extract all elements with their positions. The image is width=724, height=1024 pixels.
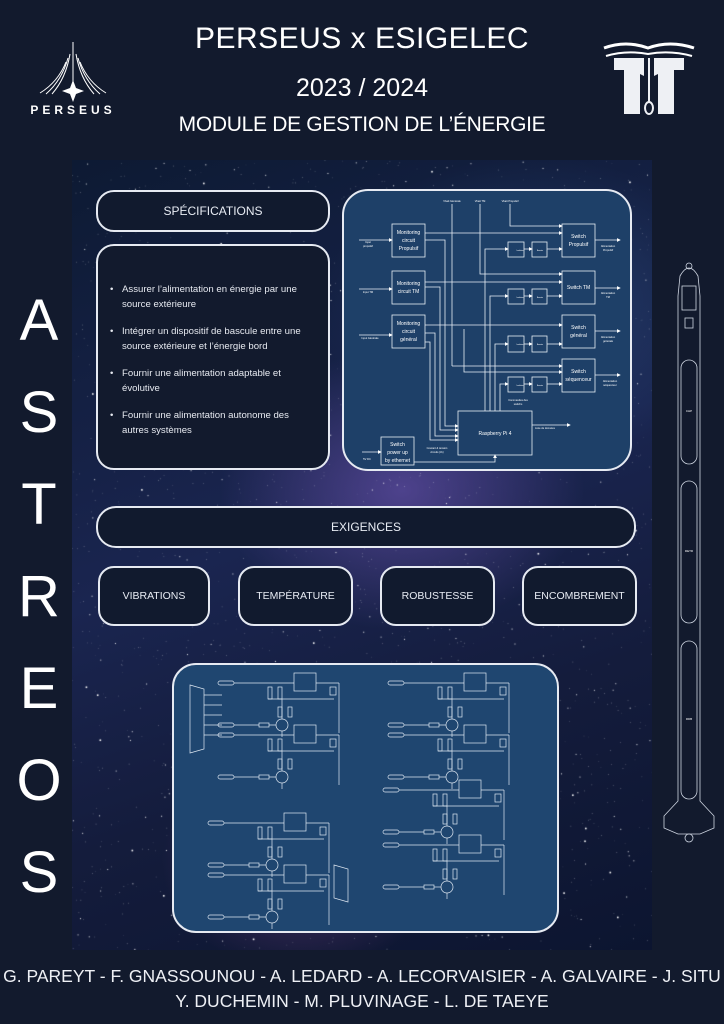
courant-label: circuits (3x) [430,450,443,454]
monitoring-tm-label: Monitoring [397,281,421,287]
switch-tm-label: Switch TM [567,285,590,291]
authors: G. PAREYT - F. GNASSOUNOU - A. LEDARD - … [0,964,724,1014]
spec-item: Intégrer un dispositif de bascule entre … [108,324,318,354]
booster-label: Booster [537,249,544,252]
booster-label: Booster [537,296,544,299]
booster-label: Booster [537,384,544,387]
switch-general-label: Switch [571,325,586,331]
rocket-icon: CHP RETR RDB [663,262,715,843]
monitoring-general-label: Monitoring [397,321,421,327]
data-out-label: Liste de données [535,426,555,430]
switch-propulsif-label: Propulsif [569,242,589,248]
side-title-letter: A [19,288,59,353]
monitoring-tm-label: circuit TM [398,289,420,295]
requirement-temperature: TEMPÉRATURE [238,566,353,626]
dc-in-label: 5V DC [363,457,371,461]
block-diagram: Vbatt Générale Vbatt TM Vbatt Propulsif … [342,189,632,471]
rocket-label: RDB [686,717,692,721]
booster-label: Booster [537,343,544,346]
vbatt-label: Vbatt TM [475,199,485,203]
vbatt-label: Vbatt Propulsif [502,199,519,203]
input-label: Input [365,240,371,244]
authors-line: G. PAREYT - F. GNASSOUNOU - A. LEDARD - … [3,966,721,986]
monitoring-propulsif-label: Monitoring [397,230,421,236]
poster-title: PERSEUS x ESIGELEC [194,22,530,55]
input-label: propulsif [363,244,373,248]
poster-year: 2023 / 2024 [295,74,429,102]
monitoring-propulsif-label: Propulsif [399,246,419,252]
rocket-drawing: CHP RETR RDB [662,256,716,850]
block-diagram-svg: Vbatt Générale Vbatt TM Vbatt Propulsif … [359,199,621,466]
side-title-letter: T [21,472,57,537]
power-switch-label: by ethernet [385,458,411,464]
schematic-svg [189,672,510,930]
power-switch-label: Switch [390,442,405,448]
input-label: Input Générale [361,336,379,340]
switch-propulsif-label: Switch [571,234,586,240]
output-label: Alimentation [601,244,616,248]
isolation-label: Isolation [517,384,524,387]
input-label: Input TM [363,290,373,294]
authors-line: Y. DUCHEMIN - M. PLUVINAGE - L. DE TAEYE [175,991,549,1011]
requirement-encombrement: ENCOMBREMENT [522,566,637,626]
commandes-label: Commandes des [508,398,528,402]
rocket-label: CHP [686,409,692,413]
spec-item: Fournir une alimentation autonome des au… [108,408,318,438]
monitoring-general-label: circuit [402,329,416,335]
side-title-letter: O [16,748,62,813]
perseus-logo: PERSEUS [18,38,128,118]
output-label: Propulsif [603,248,613,252]
vbatt-label: Vbatt Générale [443,199,461,203]
esigelec-logo-icon [603,42,695,115]
monitoring-propulsif-label: circuit [402,238,416,244]
requirement-vibrations: VIBRATIONS [98,566,210,626]
specifications-heading: SPÉCIFICATIONS [96,190,330,232]
esigelec-logo [600,40,698,120]
switch-sequenceur-label: séquenceur [565,377,591,383]
output-label: générale [603,339,614,343]
side-title-letter: E [19,656,59,721]
commandes-label: switchs [514,402,523,406]
courant-label: Courant & tension [427,446,448,450]
output-label: TM [606,295,610,299]
poster-subtitle: MODULE DE GESTION DE L’ÉNERGIE [178,113,546,136]
isolation-label: Isolation [517,296,524,299]
side-title-astreos: A S T R E O S [14,275,64,919]
specifications-box: Assurer l’alimentation en énergie par un… [96,244,330,470]
switch-sequenceur-label: Switch [571,369,586,375]
spec-item: Fournir une alimentation adaptable et év… [108,366,318,396]
requirement-robustesse: ROBUSTESSE [380,566,495,626]
side-title-letter: S [19,380,59,445]
circuit-schematic [172,663,559,933]
rocket-label: RETR [685,549,694,553]
monitoring-general-label: général [400,337,417,343]
raspberry-pi-label: Raspberry Pi 4 [478,431,511,437]
spec-item: Assurer l’alimentation en énergie par un… [108,282,318,312]
side-title-letter: R [18,564,60,629]
power-switch-label: power up [387,450,408,456]
isolation-label: Isolation [517,343,524,346]
isolation-label: Isolation [517,249,524,252]
side-title-letter: S [19,840,59,905]
requirements-heading: EXIGENCES [96,506,636,548]
perseus-logo-text: PERSEUS [30,103,115,117]
switch-general-label: général [570,333,587,339]
output-label: Alimentation [601,291,616,295]
perseus-logo-icon: PERSEUS [30,42,115,117]
specifications-list: Assurer l’alimentation en énergie par un… [108,282,318,438]
output-label: Alimentation [601,335,616,339]
output-label: séquenceur [603,383,617,387]
output-label: Alimentation [603,379,618,383]
